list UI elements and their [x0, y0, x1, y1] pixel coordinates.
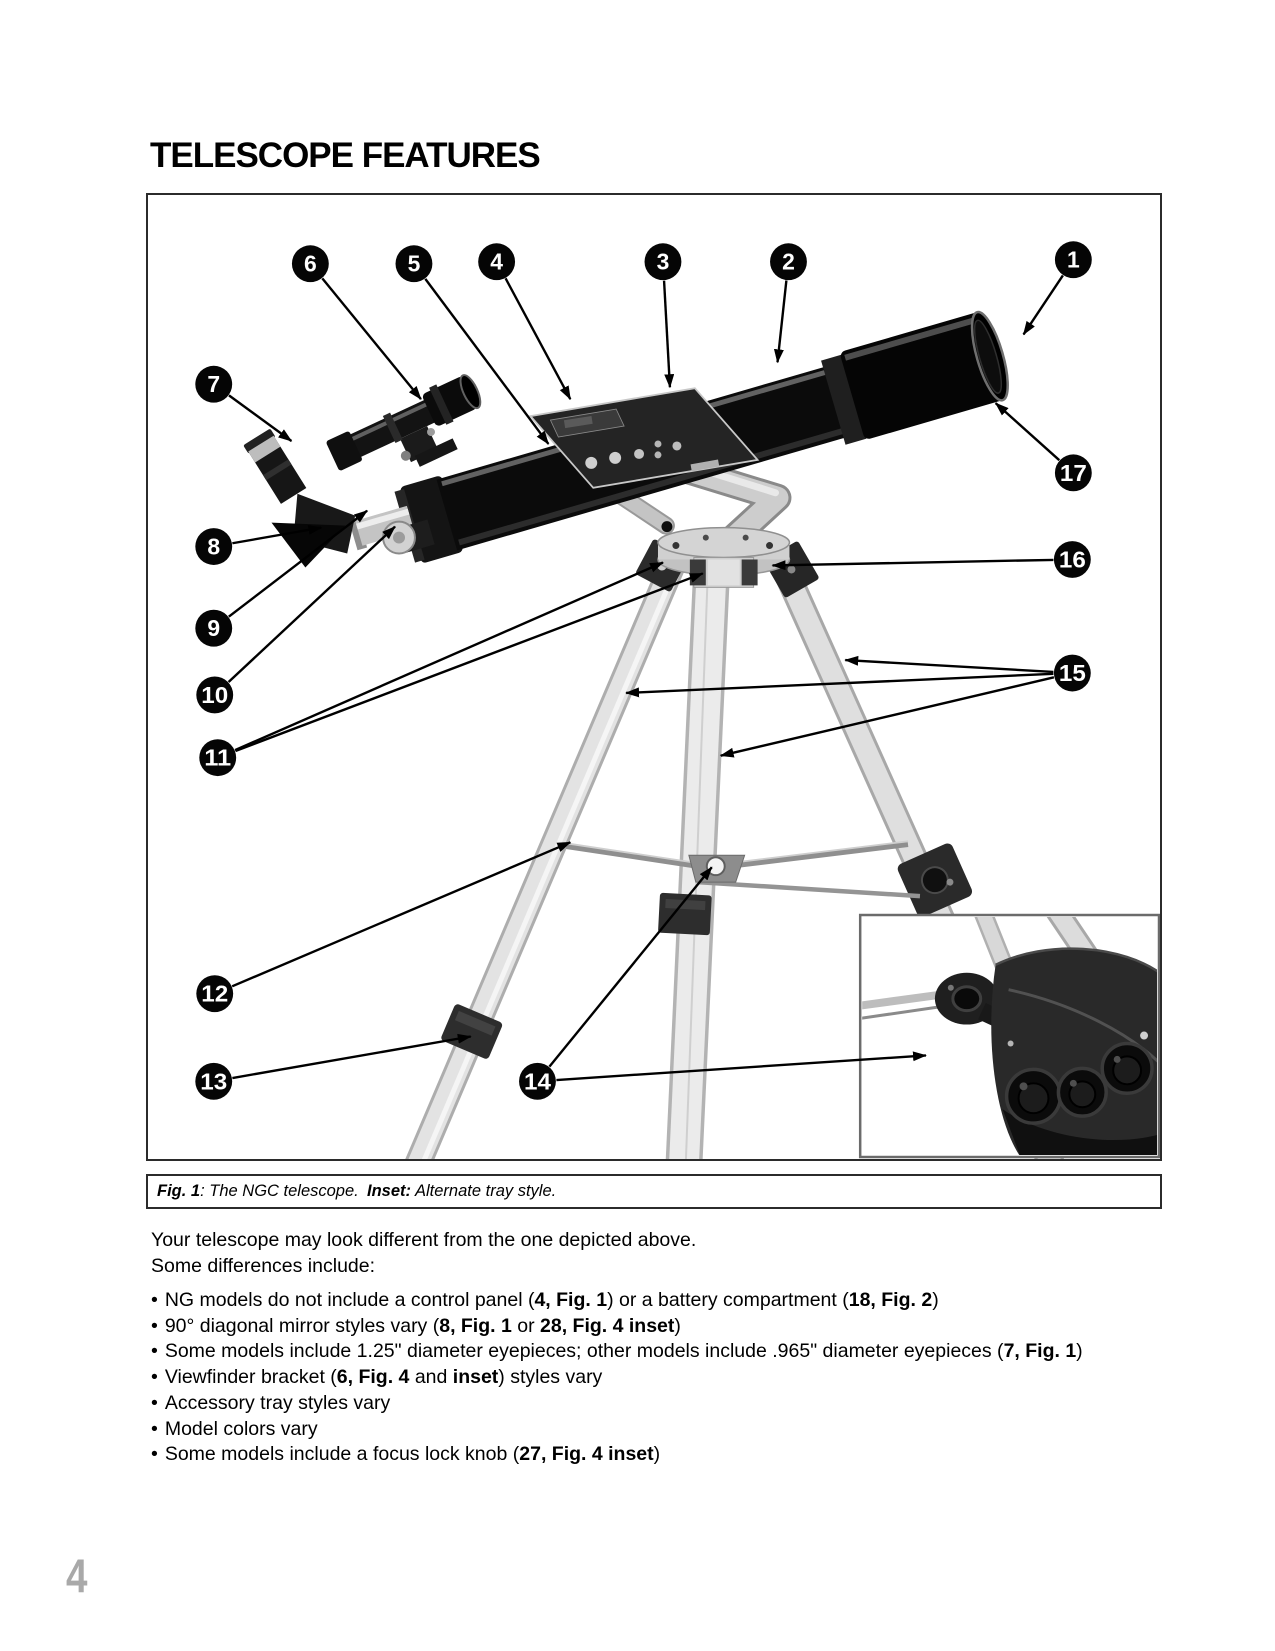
callout-badge-12: 12 [196, 975, 234, 1013]
callout-badge-14: 14 [519, 1062, 556, 1100]
tripod-leg-left [405, 556, 687, 1159]
svg-text:8: 8 [207, 534, 220, 560]
leg-lock-center [658, 892, 712, 936]
callout-badge-4: 4 [478, 243, 516, 281]
page-number: 4 [66, 1549, 88, 1602]
callout-arrow [662, 280, 675, 389]
callout-badge-9: 9 [195, 609, 233, 647]
svg-text:16: 16 [1059, 546, 1086, 572]
control-panel [528, 387, 760, 489]
callout-arrow [844, 655, 1054, 674]
svg-text:6: 6 [304, 251, 317, 277]
callout-badge-15: 15 [1053, 654, 1091, 692]
callout-arrow [771, 558, 1054, 571]
svg-text:13: 13 [200, 1068, 227, 1094]
svg-text:7: 7 [207, 371, 220, 397]
finderscope [326, 374, 482, 471]
svg-text:4: 4 [490, 249, 503, 275]
callout-arrow [234, 561, 664, 752]
callout-badge-11: 11 [199, 739, 237, 777]
svg-text:14: 14 [524, 1068, 551, 1094]
bullet-item: •NG models do not include a control pane… [151, 1289, 939, 1311]
intro-line-2: Some differences include: [151, 1254, 376, 1277]
focus-knob [382, 520, 416, 555]
callout-arrow [228, 394, 293, 442]
svg-text:5: 5 [408, 251, 421, 277]
svg-text:1: 1 [1067, 247, 1080, 273]
callout-badge-8: 8 [195, 528, 233, 565]
callout-badge-6: 6 [291, 245, 329, 283]
tray-support-rod [697, 879, 921, 899]
callout-arrow [773, 280, 788, 364]
bullet-item: •Accessory tray styles vary [151, 1391, 391, 1414]
callout-arrow [1022, 274, 1064, 336]
callout-arrow [625, 672, 1054, 698]
inset-alternate-tray [991, 947, 1158, 1156]
svg-text:9: 9 [207, 615, 220, 641]
callout-arrow [321, 277, 422, 400]
leg-lock-left [441, 1004, 503, 1059]
inset-tray-holes [1004, 1041, 1154, 1125]
callout-badge-1: 1 [1054, 241, 1092, 279]
intro-text: Your telescope may look different from t… [151, 1228, 696, 1279]
tripod-head [636, 526, 819, 598]
callout-arrow [227, 525, 396, 683]
figure-caption: Fig. 1: The NGC telescope. Inset: Altern… [146, 1174, 1162, 1209]
bullet-item: •Model colors vary [151, 1417, 318, 1440]
inset-box [858, 913, 1160, 1159]
bullet-item: •90° diagonal mirror styles vary (8, Fig… [151, 1314, 681, 1337]
callout-arrow [548, 866, 713, 1068]
eyepiece [243, 429, 307, 504]
callout-badge-2: 2 [770, 243, 807, 281]
callout-arrow [231, 841, 572, 988]
callout-arrow [504, 277, 572, 401]
bullet-item: •Some models include 1.25" diameter eyep… [151, 1340, 1083, 1363]
accessory-tray [565, 840, 921, 899]
differences-list: •NG models do not include a control pane… [151, 1288, 1083, 1468]
svg-text:11: 11 [204, 745, 231, 771]
callout-badge-7: 7 [195, 365, 233, 403]
page-title: TELESCOPE FEATURES [150, 136, 541, 175]
callout-arrow [228, 509, 368, 618]
intro-line-1: Your telescope may look different from t… [151, 1229, 697, 1251]
callout-arrow [719, 676, 1055, 758]
callout-arrow [232, 524, 323, 545]
bullet-item: •Viewfinder bracket (6, Fig. 4 and inset… [151, 1366, 603, 1389]
svg-text:15: 15 [1059, 660, 1086, 686]
inset-leg-hub [934, 972, 1010, 1031]
callout-arrow [232, 1033, 472, 1080]
svg-text:17: 17 [1060, 460, 1087, 486]
callout-arrow [424, 278, 550, 445]
callout-arrow [556, 1051, 927, 1082]
callout-arrow [235, 572, 704, 753]
svg-text:10: 10 [201, 682, 228, 708]
svg-text:3: 3 [657, 249, 670, 275]
callout-badge-17: 17 [1054, 454, 1092, 492]
bullet-item: •Some models include a focus lock knob (… [151, 1443, 661, 1466]
svg-text:2: 2 [782, 249, 795, 275]
leg-lock-right [897, 843, 973, 917]
callout-badge-13: 13 [195, 1062, 233, 1100]
callout-badge-3: 3 [644, 243, 682, 281]
callout-arrow [994, 402, 1061, 462]
callout-badge-5: 5 [395, 245, 433, 283]
callout-badge-16: 16 [1053, 541, 1091, 578]
svg-text:12: 12 [201, 981, 228, 1007]
callout-badge-10: 10 [196, 676, 234, 714]
